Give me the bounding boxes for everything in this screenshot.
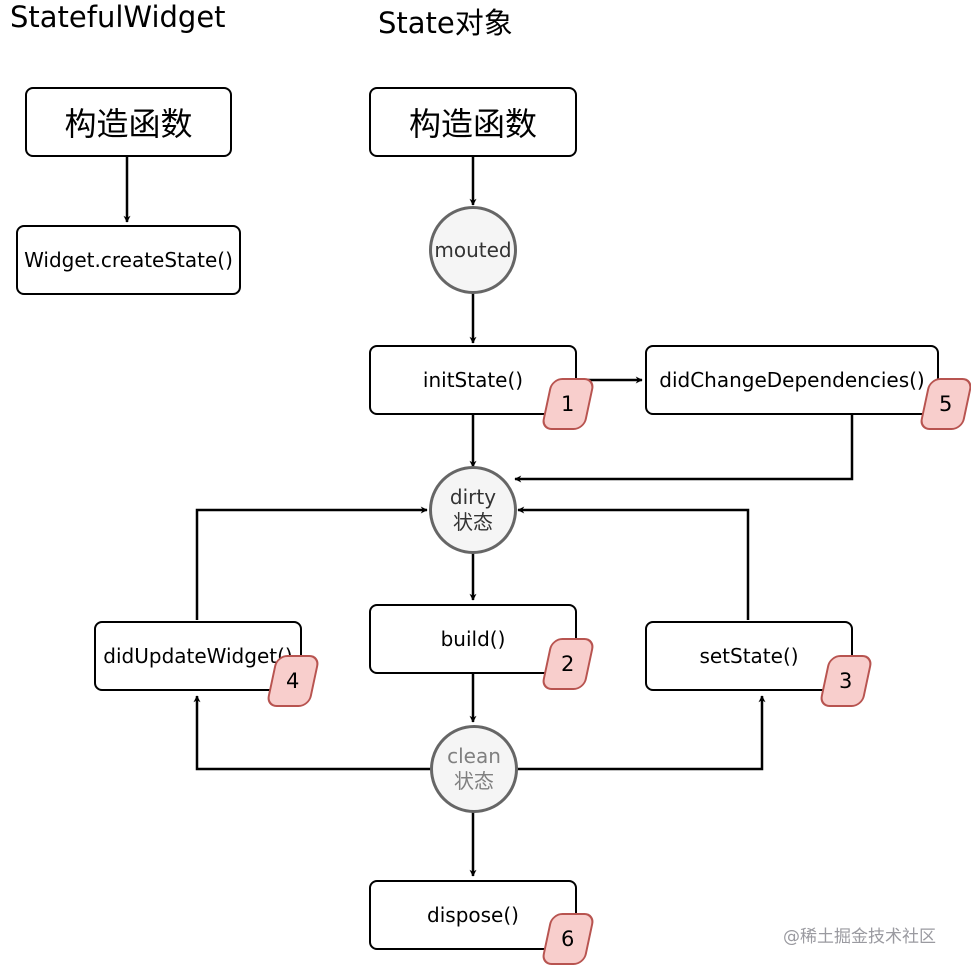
state-constructor-node: 构造函数 xyxy=(369,87,577,157)
clean-state-circle: clean 状态 xyxy=(430,725,518,813)
mounted-label: mouted xyxy=(434,237,512,262)
init-state-node: initState() xyxy=(369,345,577,415)
heading-stateful-widget: StatefulWidget xyxy=(10,0,226,34)
dirty-state-circle: dirty 状态 xyxy=(429,466,517,554)
edge-clean-to-setstate xyxy=(517,695,766,771)
badge-build-number: 2 xyxy=(561,652,575,676)
dirty-label: dirty xyxy=(449,485,497,509)
edge-didupdate-to-dirty xyxy=(195,506,428,620)
set-state-node: setState() xyxy=(645,621,853,691)
dirty-state-label: 状态 xyxy=(453,510,493,534)
clean-label: clean xyxy=(447,744,501,768)
edge-didchange-to-dirty xyxy=(514,414,854,483)
clean-state-label: 状态 xyxy=(454,769,494,793)
watermark-text: @稀土掘金技术社区 xyxy=(783,927,936,947)
badge-dispose-number: 6 xyxy=(561,927,575,951)
widget-constructor-node: 构造函数 xyxy=(25,87,232,157)
did-update-widget-node: didUpdateWidget() xyxy=(94,621,302,691)
create-state-node: Widget.createState() xyxy=(16,225,241,295)
badge-init-state-number: 1 xyxy=(561,392,575,416)
mounted-state-circle: mouted xyxy=(429,206,517,294)
did-change-dependencies-node: didChangeDependencies() xyxy=(645,345,939,415)
badge-did-update-widget-number: 4 xyxy=(286,669,300,693)
badge-set-state-number: 3 xyxy=(839,669,853,693)
edge-setstate-to-dirty xyxy=(517,506,750,620)
badge-did-change-dependencies-number: 5 xyxy=(939,392,953,416)
edge-clean-to-didupdate xyxy=(193,695,430,771)
build-node: build() xyxy=(369,604,577,674)
heading-state-object: State对象 xyxy=(378,6,513,40)
dispose-node: dispose() xyxy=(369,880,577,950)
